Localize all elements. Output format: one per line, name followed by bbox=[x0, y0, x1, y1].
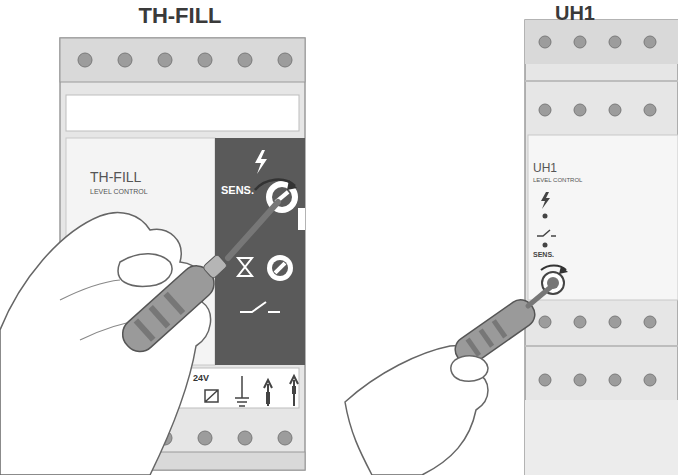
control-panel: SENS. bbox=[215, 138, 305, 365]
voltage-label: 24V bbox=[193, 374, 209, 384]
hand-with-screwdriver bbox=[0, 180, 297, 475]
device-name: UH1 bbox=[533, 162, 557, 175]
device-heading: TH-FILL bbox=[138, 4, 221, 28]
device-heading: UH1 bbox=[555, 2, 595, 24]
control-label: SENS. bbox=[221, 184, 254, 196]
device-housing: TH-FILLTH-FILLLEVEL CONTROLSENS. bbox=[60, 38, 305, 470]
device-subtitle: LEVEL CONTROL bbox=[90, 188, 148, 196]
device-housing: UH1UH1LEVEL CONTROLSENS. bbox=[525, 20, 678, 475]
device-name: TH-FILL bbox=[90, 170, 141, 185]
control-label: SENS. bbox=[533, 251, 554, 259]
device-subtitle: LEVEL CONTROL bbox=[533, 177, 582, 184]
hand-with-screwdriver bbox=[345, 286, 552, 475]
uh1-housing bbox=[525, 20, 678, 475]
